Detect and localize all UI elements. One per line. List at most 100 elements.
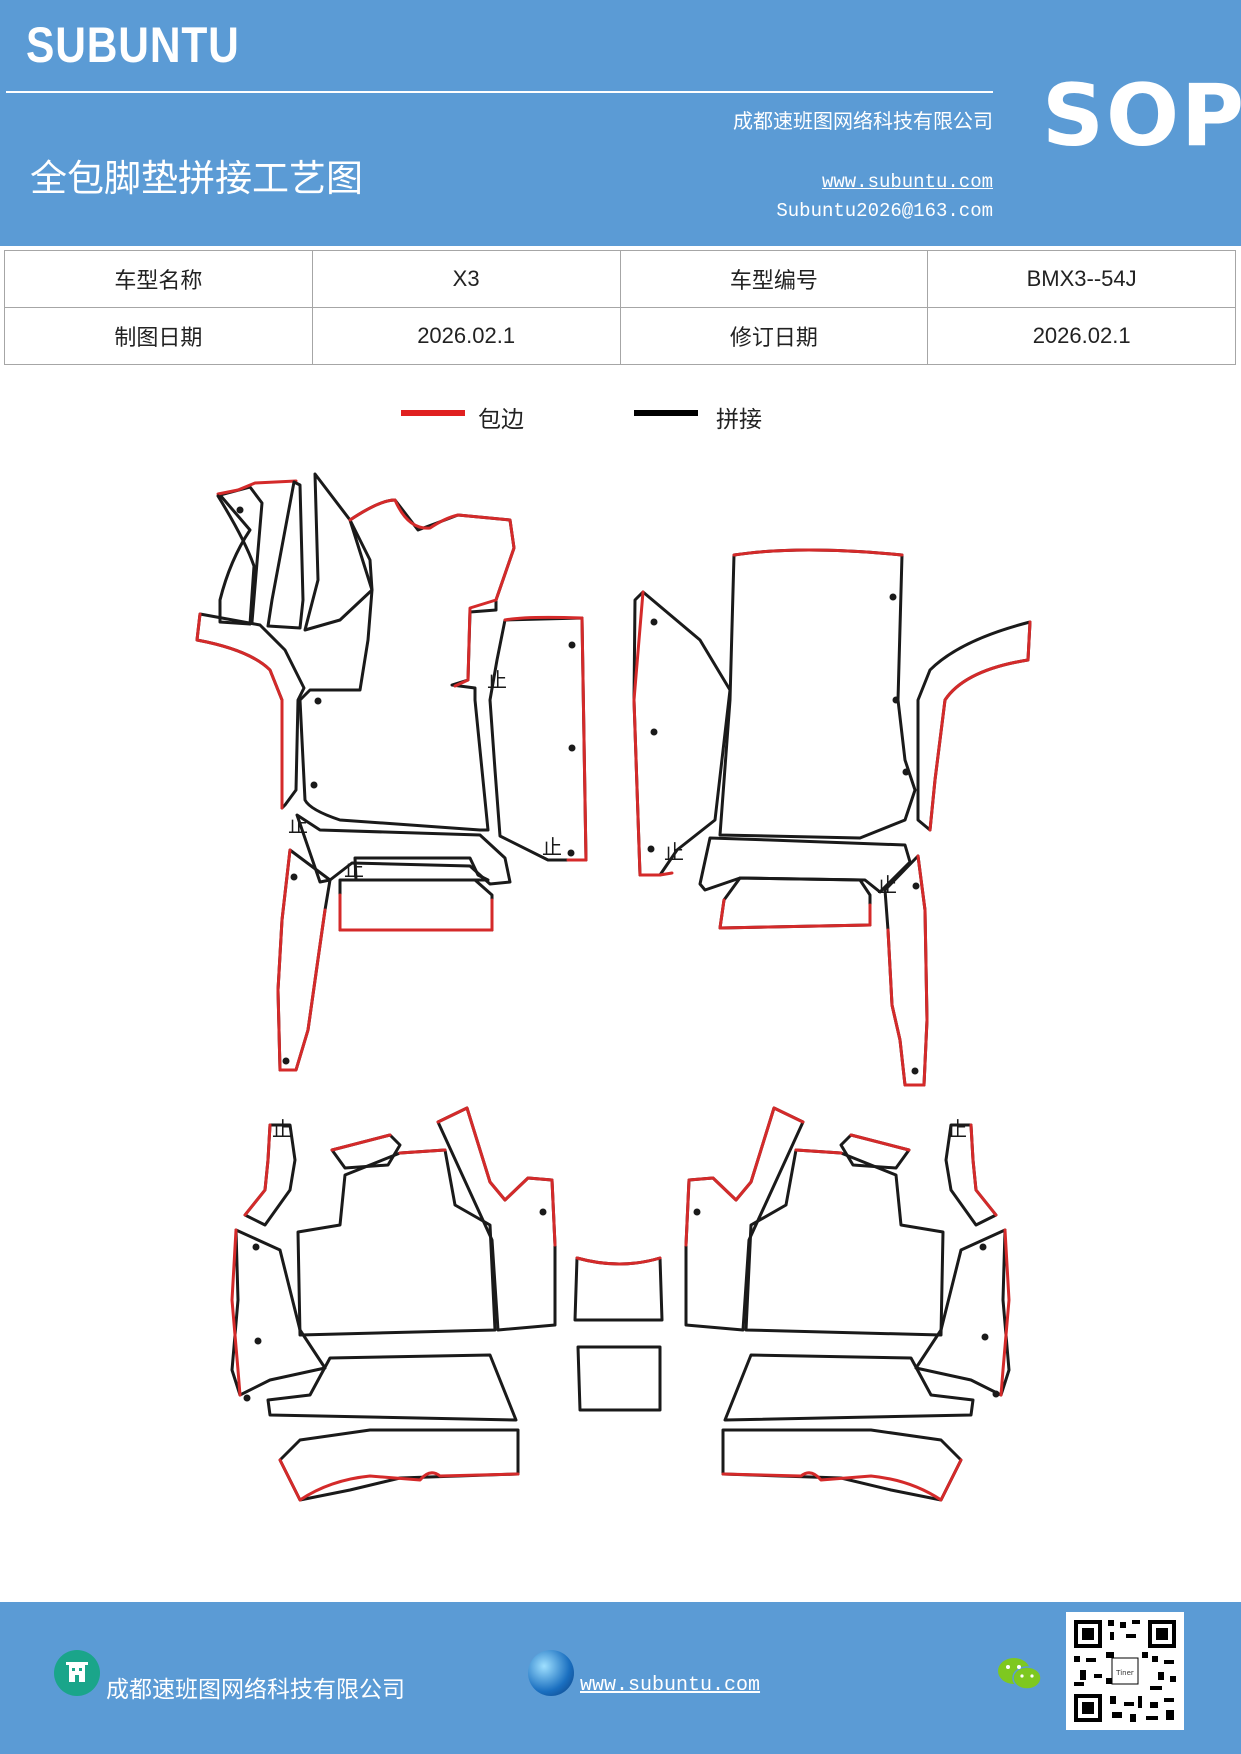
fastener-dot (568, 744, 576, 752)
fastener-dot (650, 618, 658, 626)
mat-piece (296, 1148, 497, 1337)
stop-mark: 止 (542, 835, 562, 859)
document-title: 全包脚垫拼接工艺图 (30, 157, 363, 200)
wechat-icon (995, 1654, 1045, 1694)
edge-segment (928, 620, 1032, 832)
edge-segment (330, 1133, 392, 1152)
mat-piece (632, 590, 732, 877)
legend-seam-swatch (634, 410, 698, 416)
fastener-dot (912, 882, 920, 890)
edge-segment (732, 548, 904, 557)
mat-piece (338, 878, 494, 932)
edge-segment (436, 1106, 557, 1247)
sop-label: SOP (1042, 66, 1241, 166)
edge-segment (632, 590, 674, 877)
seam-segment (216, 494, 256, 626)
drawing-date-label: 制图日期 (4, 307, 313, 365)
edge-segment (684, 1106, 805, 1247)
footer-website-link[interactable]: www.subuntu.com (580, 1674, 761, 1697)
fastener-dot (889, 593, 897, 601)
legend: 包边 拼接 (0, 400, 1241, 440)
model-code-label: 车型编号 (619, 250, 929, 308)
edge-segment (338, 893, 494, 932)
mat-piece (266, 1353, 518, 1422)
fastener-dot (647, 845, 655, 853)
stop-mark: 止 (272, 1117, 292, 1141)
fastener-dot (979, 1243, 987, 1251)
edge-segment (718, 898, 872, 930)
edge-segment (575, 1256, 662, 1266)
edge-segment (243, 1123, 272, 1217)
edge-segment (886, 854, 929, 1087)
footer-company-name: 成都速班图网络科技有限公司 (106, 1677, 405, 1703)
mat-piece (488, 616, 588, 862)
mat-piece (573, 1256, 664, 1322)
mat-piece (698, 836, 912, 894)
fastener-dot (568, 641, 576, 649)
website-link[interactable]: www.subuntu.com (821, 171, 993, 193)
fastener-dot (693, 1208, 701, 1216)
mat-piece (353, 856, 490, 882)
mat-piece (298, 498, 516, 832)
edge-segment (216, 479, 298, 496)
drawing-date-value: 2026.02.1 (311, 307, 621, 365)
fastener-dot (892, 696, 900, 704)
mat-piece (218, 485, 264, 626)
stop-mark: 止 (877, 873, 897, 897)
edge-segment (794, 1148, 843, 1155)
vehicle-info-table: 车型名称 X3 车型编号 BMX3--54J 制图日期 2026.02.1 修订… (4, 250, 1236, 365)
mat-piece (436, 1106, 557, 1332)
stop-mark: 止 (947, 1117, 967, 1141)
edge-segment (849, 1133, 911, 1152)
model-code-value: BMX3--54J (927, 250, 1236, 308)
fastener-dot (314, 697, 322, 705)
stop-mark: 止 (288, 813, 308, 837)
mat-piece (744, 1148, 945, 1337)
fastener-dot (650, 728, 658, 736)
edge-segment (398, 1148, 447, 1155)
edge-segment (999, 1228, 1011, 1397)
company-name: 成都速班图网络科技有限公司 (733, 109, 993, 133)
fastener-dot (282, 1057, 290, 1065)
fastener-dot (254, 1337, 262, 1345)
edge-segment (348, 498, 516, 688)
fastener-dot (992, 1390, 1000, 1398)
qr-code-image: Tiner (1066, 1612, 1184, 1730)
floor-mat-diagram: 止 止 止 止 止 止 止 止 (195, 472, 1032, 1502)
edge-segment (276, 848, 327, 1072)
fastener-dot (290, 873, 298, 881)
fastener-dot (236, 506, 244, 514)
legend-edge-swatch (401, 410, 465, 416)
legend-seam-label: 拼接 (716, 407, 762, 433)
fastener-dots (236, 506, 1000, 1402)
table-row: 制图日期 2026.02.1 修订日期 2026.02.1 (4, 307, 1236, 365)
mat-piece (576, 1345, 662, 1412)
stop-mark: 止 (487, 668, 507, 692)
stop-mark: 止 (344, 857, 364, 881)
mat-piece (723, 1353, 975, 1422)
edge-segment (278, 1458, 520, 1502)
mat-piece (266, 480, 305, 630)
fastener-dot (252, 1243, 260, 1251)
mat-piece (914, 1228, 1011, 1397)
edge-segment (230, 1228, 242, 1397)
header-banner: SUBUNTU 成都速班图网络科技有限公司 全包脚垫拼接工艺图 www.subu… (0, 0, 1241, 246)
stop-marks: 止 止 止 止 止 止 止 止 (272, 668, 967, 1141)
email-address: Subuntu2026@163.com (776, 200, 993, 222)
mat-piece (718, 876, 872, 930)
model-name-label: 车型名称 (4, 250, 313, 308)
stop-mark: 止 (664, 840, 684, 864)
fastener-dot (539, 1208, 547, 1216)
fastener-dot (243, 1394, 251, 1402)
mat-piece (303, 472, 374, 632)
header-divider (6, 91, 993, 93)
revision-date-label: 修订日期 (619, 307, 929, 365)
mat-piece (916, 620, 1032, 832)
fastener-dot (902, 768, 910, 776)
edge-segment (721, 1458, 963, 1502)
mat-piece (684, 1106, 805, 1332)
building-icon (54, 1650, 100, 1696)
fastener-dot (567, 849, 575, 857)
fastener-dot (911, 1067, 919, 1075)
edge-segment (503, 615, 588, 862)
